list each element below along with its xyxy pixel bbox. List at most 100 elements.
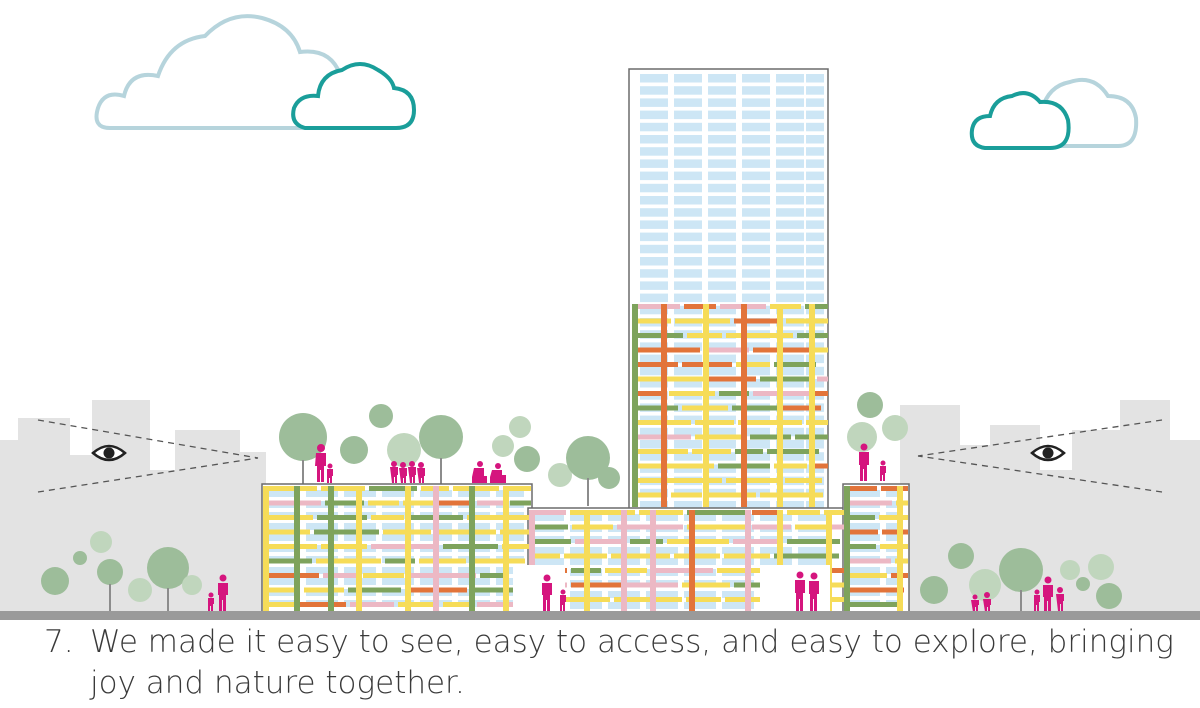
window: [708, 220, 736, 229]
facade-band: [824, 510, 847, 515]
window: [646, 602, 678, 609]
window: [806, 293, 824, 303]
window: [640, 74, 668, 83]
facade-band: [363, 573, 404, 578]
window: [674, 464, 702, 473]
facade-band: [316, 558, 381, 564]
window: [640, 305, 668, 315]
window: [640, 269, 668, 278]
facade-band: [880, 544, 908, 549]
window: [646, 591, 678, 598]
facade-band: [502, 544, 531, 549]
window: [742, 110, 770, 120]
window: [640, 122, 668, 132]
window: [640, 281, 668, 290]
facade-band: [263, 486, 317, 491]
tree-icon: [41, 567, 69, 595]
window: [742, 232, 770, 242]
person-icon: [983, 592, 991, 612]
tower: [628, 68, 829, 510]
window: [806, 122, 824, 132]
window: [684, 514, 716, 521]
window: [640, 501, 668, 510]
window: [684, 602, 716, 609]
window: [806, 281, 824, 290]
window: [674, 147, 702, 156]
facade-band: [408, 573, 476, 578]
window: [806, 135, 824, 144]
facade-post: [356, 486, 362, 611]
facade-post: [621, 510, 627, 611]
tree-icon: [1088, 554, 1114, 580]
tree-icon: [969, 569, 1001, 601]
cloud-icon: [291, 62, 417, 130]
tree-icon: [128, 578, 152, 602]
window: [674, 440, 702, 449]
window: [646, 547, 678, 554]
facade-band: [368, 500, 399, 506]
window: [708, 415, 736, 425]
facade-band: [704, 347, 749, 353]
tree-icon: [948, 543, 974, 569]
facade-band: [805, 304, 828, 309]
tree-icon: [1060, 560, 1080, 580]
window: [776, 464, 804, 473]
tower-color-bands: [632, 304, 828, 507]
window: [640, 98, 668, 107]
window: [776, 183, 804, 193]
window: [742, 220, 770, 229]
window: [806, 208, 824, 217]
facade-band: [263, 515, 313, 520]
window: [886, 578, 903, 585]
window: [674, 281, 702, 290]
window: [640, 135, 668, 144]
facade-band: [298, 602, 346, 607]
facade-band: [782, 405, 821, 411]
window: [684, 558, 716, 565]
window: [684, 547, 716, 554]
facade-band: [767, 449, 819, 454]
podium: [261, 483, 910, 613]
window: [708, 122, 736, 132]
facade-band: [529, 524, 568, 530]
window: [776, 427, 804, 437]
window: [776, 244, 804, 254]
tree-icon: [90, 531, 112, 553]
window: [382, 523, 414, 530]
window: [806, 269, 824, 278]
window: [640, 86, 668, 95]
window: [674, 366, 702, 376]
window: [382, 534, 414, 541]
facade-band: [667, 376, 705, 382]
window: [708, 464, 736, 473]
person-icon: [417, 462, 425, 483]
window: [776, 171, 804, 181]
window: [674, 269, 702, 278]
window: [806, 244, 824, 254]
window: [496, 490, 524, 497]
facade-band: [770, 304, 801, 309]
window: [806, 232, 824, 242]
facade-band: [817, 376, 828, 382]
facade-band: [774, 463, 807, 469]
window: [268, 490, 300, 497]
facade-band: [881, 486, 908, 491]
window: [268, 534, 300, 541]
facade-band: [435, 529, 496, 535]
tree-icon: [1076, 577, 1090, 591]
window: [640, 342, 668, 351]
window: [760, 558, 792, 565]
facade-band: [632, 449, 688, 454]
window: [742, 415, 770, 425]
window: [886, 523, 903, 530]
facade-band: [385, 558, 415, 564]
tree-icon: [387, 433, 421, 467]
facade-band: [467, 515, 531, 520]
tree-icon: [514, 446, 540, 472]
facade-band: [438, 500, 473, 506]
facade-post: [661, 304, 667, 507]
facade-band: [735, 449, 763, 454]
window: [674, 159, 702, 168]
person-icon: [560, 589, 566, 611]
window: [776, 98, 804, 107]
